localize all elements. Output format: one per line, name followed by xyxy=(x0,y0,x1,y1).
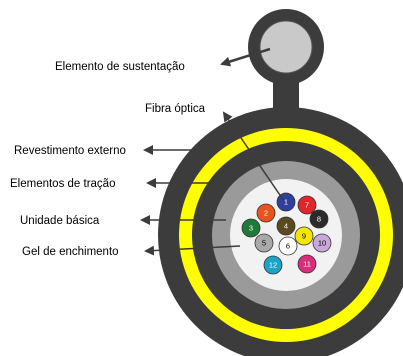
filling-gel-label: Gel de enchimento xyxy=(22,246,119,258)
fiber-10 xyxy=(312,233,332,253)
fiber-7 xyxy=(297,195,317,215)
fiber-2 xyxy=(256,203,276,223)
fiber-5 xyxy=(254,233,274,253)
fiber-number-4: 4 xyxy=(284,222,288,231)
fiber-number-7: 7 xyxy=(305,201,309,210)
fiber-number-5: 5 xyxy=(262,239,266,248)
fiber-number-6: 6 xyxy=(286,242,290,251)
basic-unit-label: Unidade básica xyxy=(20,215,100,227)
fiber-number-9: 9 xyxy=(302,232,306,241)
fiber-11 xyxy=(297,254,317,274)
fiber-label: Fibra óptica xyxy=(145,103,206,115)
fiber-9 xyxy=(294,226,314,246)
fiber-number-12: 12 xyxy=(269,261,277,270)
fiber-4 xyxy=(276,216,296,236)
outer-jacket-label: Revestimento externo xyxy=(14,145,126,157)
fiber-3 xyxy=(241,218,261,238)
gel-leader-line xyxy=(144,245,241,256)
fiber-12 xyxy=(263,255,283,275)
strength-elements-label: Elementos de tração xyxy=(10,178,115,190)
fiber-number-2: 2 xyxy=(264,209,268,218)
fiber-6 xyxy=(278,236,298,256)
fiber-number-3: 3 xyxy=(249,224,253,233)
support-leader-line xyxy=(220,47,271,67)
fiber-leader-line xyxy=(222,111,285,202)
fiber-number-1: 1 xyxy=(284,198,288,207)
fiber-number-8: 8 xyxy=(317,215,321,224)
support-element-label: Elemento de sustentação xyxy=(55,61,185,73)
support-core xyxy=(259,20,313,74)
fiber-number-10: 10 xyxy=(318,239,326,248)
fiber-number-11: 11 xyxy=(303,260,311,269)
fiber-8 xyxy=(309,209,329,229)
